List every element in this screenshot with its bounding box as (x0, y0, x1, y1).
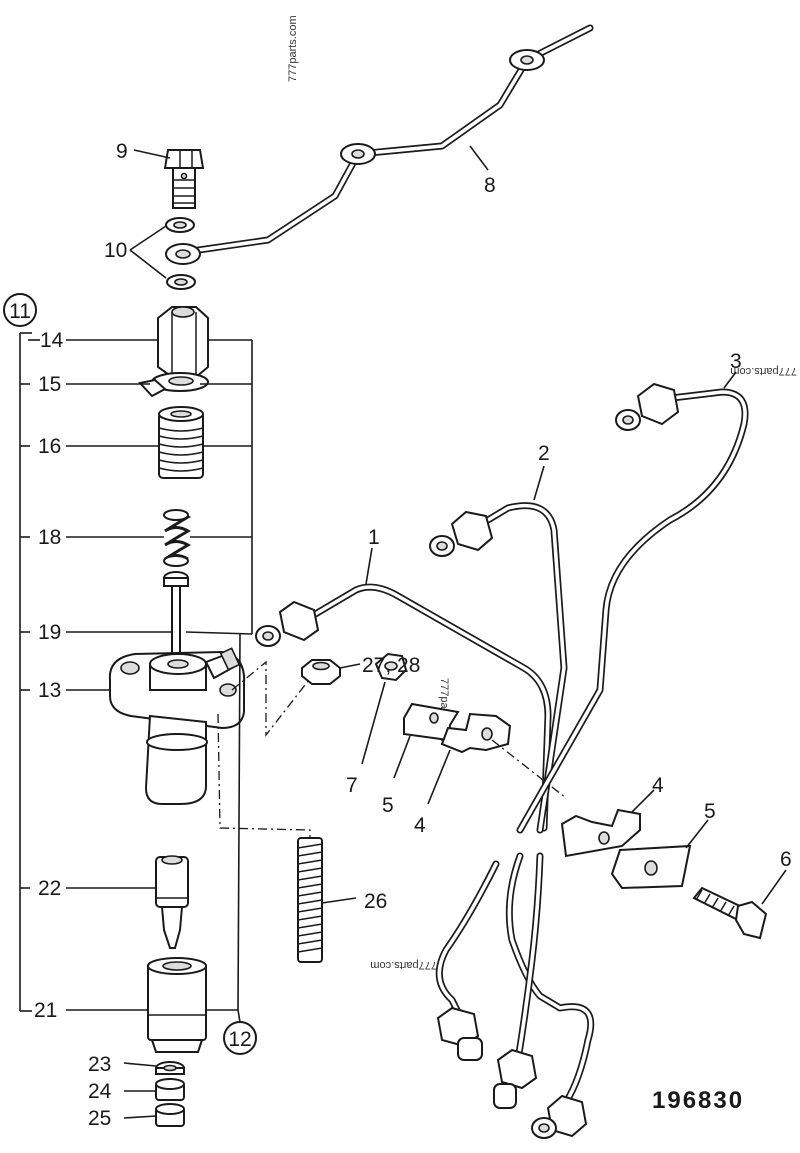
clamp-plate-5-right (610, 819, 709, 890)
callout-5-right: 5 (704, 800, 716, 823)
threaded-sleeve-16 (158, 406, 204, 479)
fuel-pipe-8 (181, 24, 594, 256)
fuel-pipe-1 (255, 547, 552, 832)
callout-4-middle: 4 (414, 814, 426, 837)
callout-9: 9 (116, 140, 128, 163)
callout-14: 14 (40, 329, 64, 352)
callout-1: 1 (368, 526, 380, 549)
group-bracket-12 (185, 339, 253, 1023)
cap-nut-14 (157, 306, 209, 378)
callout-22: 22 (38, 877, 61, 900)
clamp-plate-5-middle (393, 702, 460, 779)
nut-guide-line (231, 660, 313, 737)
diagram-id: 196830 (652, 1087, 744, 1114)
callout-13: 13 (38, 679, 61, 702)
clamp-block-4-middle (427, 712, 567, 805)
callout-27-28: 27, 28 (362, 654, 420, 677)
callout-18: 18 (38, 526, 61, 549)
callout-5-middle: 5 (382, 794, 394, 817)
callout-8: 8 (484, 174, 496, 197)
callout-3: 3 (730, 350, 742, 373)
leader-lines-left (20, 149, 172, 1119)
nut-27-28 (301, 659, 361, 685)
fuel-pipe-3 (516, 371, 749, 834)
clamp-block-4-right (560, 789, 655, 858)
sleeve-25 (155, 1103, 185, 1127)
leader-8 (469, 145, 489, 171)
nozzle-nut-21 (147, 957, 207, 1053)
callout-25: 25 (88, 1107, 111, 1130)
callout-26: 26 (364, 890, 387, 913)
nut-7 (361, 652, 408, 765)
callout-23: 23 (88, 1053, 111, 1076)
spring-18 (163, 509, 191, 567)
callout-11: 11 (9, 300, 31, 323)
callout-11-circle: 11 (3, 293, 37, 327)
callout-24: 24 (88, 1080, 112, 1103)
injector-body-13 (108, 647, 246, 805)
callout-10: 10 (104, 239, 127, 262)
callout-7: 7 (346, 774, 358, 797)
banjo-bolt-9 (163, 149, 205, 209)
nozzle-22 (155, 855, 189, 949)
watermark-top: 777parts.com (287, 15, 299, 82)
callout-15: 15 (38, 373, 61, 396)
washer-23 (155, 1061, 185, 1075)
watermark-bottom: 777parts.com (370, 959, 437, 971)
fuel-pipe-2 (429, 465, 568, 834)
callout-labels: 9 10 8 14 15 16 18 19 13 22 21 23 24 25 … (34, 140, 792, 1130)
watermark-right: 777parts.com (730, 365, 797, 377)
tab-washer-15 (138, 372, 209, 398)
sealing-washers-10 (165, 217, 201, 290)
bolt-6 (692, 869, 787, 940)
callout-4-right: 4 (652, 774, 664, 797)
callout-16: 16 (38, 435, 61, 458)
callout-12-circle: 12 (223, 1021, 257, 1055)
stud-26 (297, 837, 357, 963)
stud-guide-line (217, 713, 311, 838)
callout-12: 12 (228, 1028, 251, 1051)
sleeve-24 (155, 1078, 185, 1101)
callout-6: 6 (780, 848, 792, 871)
callout-19: 19 (38, 621, 61, 644)
callout-2: 2 (538, 442, 550, 465)
fuel-pipe-lower-ends (435, 852, 595, 1139)
group-bracket-11 (19, 332, 32, 1012)
callout-21: 21 (34, 999, 57, 1022)
